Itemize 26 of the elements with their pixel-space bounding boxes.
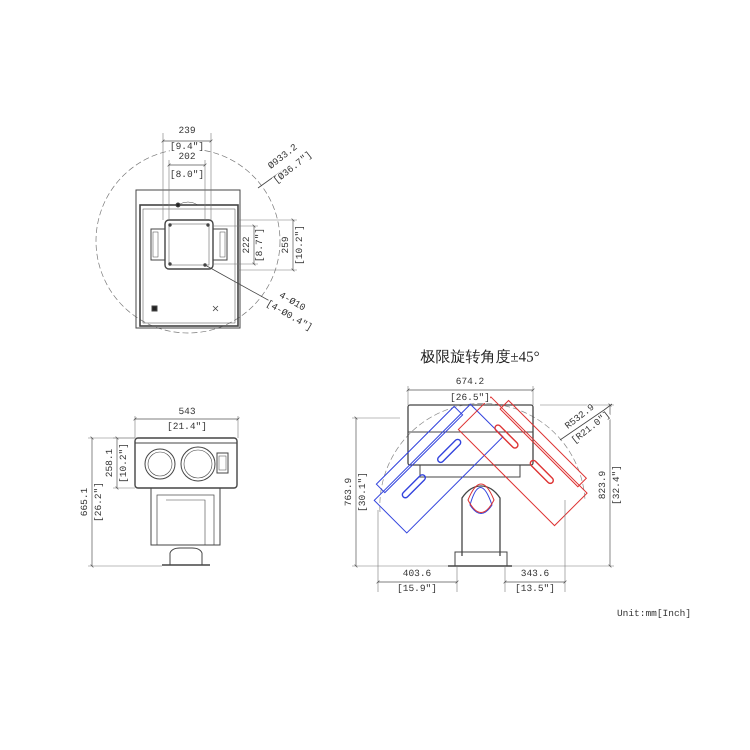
dimension-text: [32.4"] [612, 465, 622, 505]
dimension-text: 222 [242, 236, 252, 254]
dimension-text: [10.2"] [295, 225, 305, 265]
dimension-text: [10.2"] [119, 443, 129, 483]
dimension-text: 239 [178, 126, 196, 136]
view-title: 极限旋转角度±45° [420, 348, 540, 366]
dimension-text: 665.1 [80, 488, 90, 516]
dimension-text: 543 [178, 407, 196, 417]
dimension-text: [8.7"] [255, 228, 265, 262]
dimension-text: [8.0"] [170, 170, 204, 180]
dimension-text: 343.6 [520, 569, 550, 579]
dimension-text: [15.9"] [397, 584, 437, 594]
unit-note: Unit:mm[Inch] [616, 609, 692, 619]
dimension-text: 403.6 [402, 569, 432, 579]
dimension-text: 202 [178, 152, 196, 162]
dimension-text: 258.1 [105, 448, 115, 478]
dimension-text: [13.5"] [515, 584, 555, 594]
dimension-text: [9.4"] [170, 142, 204, 152]
dimension-text: 674.2 [456, 377, 484, 387]
dimension-text: [26.2"] [94, 482, 104, 522]
dimension-text: [30.1"] [358, 472, 368, 512]
dimension-text: [21.4"] [167, 422, 207, 432]
dimension-text: [26.5"] [450, 393, 490, 403]
dimension-text: 259 [281, 236, 291, 254]
dimension-text: 823.9 [598, 470, 608, 500]
dimension-text: 763.9 [344, 478, 354, 506]
